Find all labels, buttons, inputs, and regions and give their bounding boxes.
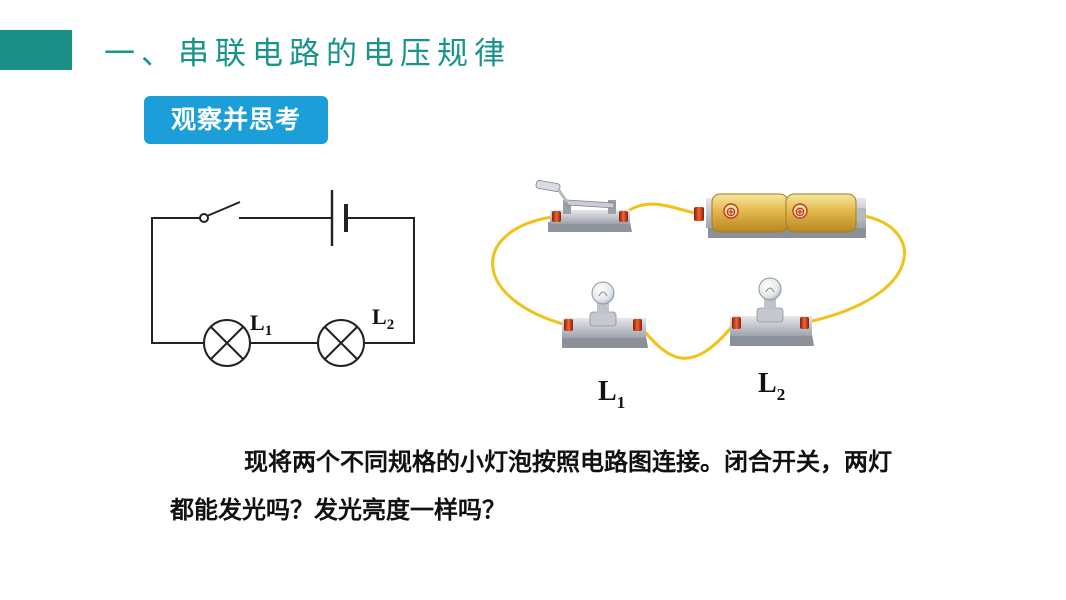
switch-pivot-icon [199, 213, 209, 223]
observe-badge: 观察并思考 [144, 96, 328, 144]
schematic-circuit [151, 190, 415, 367]
battery-plus-1-icon: ⊕ [726, 205, 737, 220]
question-paragraph: 现将两个不同规格的小灯泡按照电路图连接。闭合开关，两灯都能发光吗？发光亮度一样吗… [170, 438, 910, 534]
wire-switch-to-lamp1 [491, 215, 572, 328]
schematic-lamp2-label: L2 [372, 304, 394, 333]
battery-plus-2-icon: ⊕ [795, 205, 806, 220]
wire-switch-to-battery [622, 202, 702, 216]
schematic-wire-right [346, 217, 415, 344]
question-paragraph-text: 现将两个不同规格的小灯泡按照电路图连接。闭合开关，两灯都能发光吗？发光亮度一样吗… [170, 448, 892, 524]
wire-lamp1-to-lamp2 [638, 322, 736, 360]
page-title: 一、串联电路的电压规律 [104, 36, 511, 72]
lamp-symbol-2-icon [317, 319, 365, 367]
lamp-symbol-1-icon [203, 319, 251, 367]
battery-holder-icon: ⊕ ⊕ [694, 193, 866, 238]
switch-lever-icon [206, 201, 241, 217]
physical-circuit: ⊕ ⊕ [491, 180, 906, 360]
title-accent-bar [0, 30, 72, 70]
lamp-holder-2-icon [730, 277, 814, 346]
knife-switch-icon [535, 180, 632, 232]
photo-lamp2-label: L2 [758, 368, 785, 404]
schematic-lamp1-label: L1 [250, 310, 272, 339]
photo-lamp1-label: L1 [598, 376, 625, 412]
wire-battery-to-lamp2 [806, 214, 906, 324]
schematic-wire-left [151, 217, 204, 344]
lamp-holder-1-icon [562, 281, 648, 348]
